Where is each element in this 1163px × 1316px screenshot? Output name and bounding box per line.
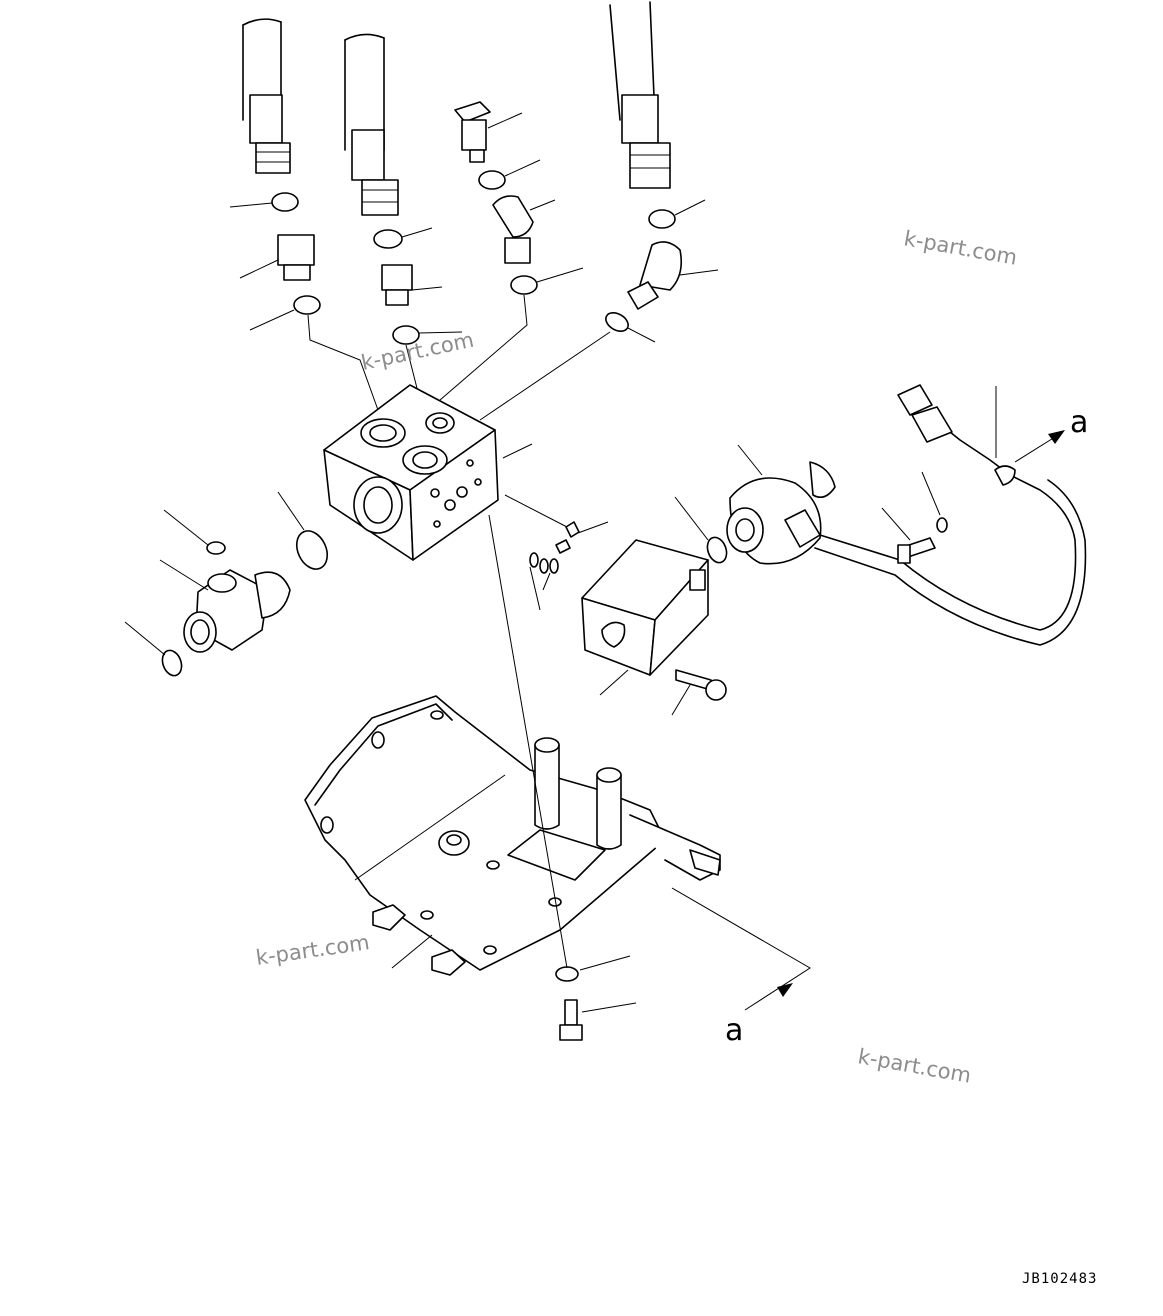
o-rings-upper	[229, 159, 706, 345]
watermark-4: k-part.com	[856, 1044, 973, 1087]
drawing-code: JB102483	[1022, 1271, 1097, 1287]
left-fitting	[124, 491, 329, 677]
base-plate	[304, 695, 721, 976]
valve-block	[323, 384, 533, 561]
hose-right	[609, 1, 671, 189]
adapters	[239, 234, 719, 310]
view-arrow-upper: a	[1014, 405, 1088, 463]
solenoid-coil	[674, 419, 1087, 646]
watermark-3: k-part.com	[254, 930, 371, 970]
bolt-washer	[881, 471, 948, 564]
bottom-bolt	[488, 514, 637, 1041]
solenoid-bracket	[581, 539, 709, 696]
view-ref-upper: a	[1070, 405, 1088, 440]
watermark-2: k-part.com	[902, 226, 1019, 269]
hose-center	[344, 33, 399, 216]
view-ref-lower: a	[725, 1013, 743, 1048]
connector	[897, 384, 1016, 486]
small-parts	[504, 494, 609, 611]
pressure-switch	[454, 101, 523, 163]
elbow-fitting	[492, 195, 556, 264]
view-arrow-lower: a	[671, 887, 811, 1048]
socket-bolt	[671, 669, 727, 716]
hose-left	[242, 18, 291, 174]
